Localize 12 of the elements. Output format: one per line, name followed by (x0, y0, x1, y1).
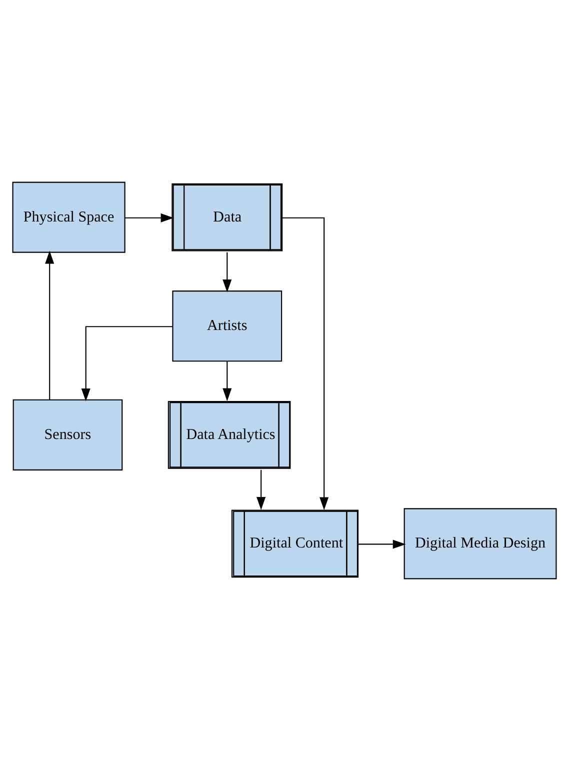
arrow (45, 250, 54, 399)
node-box: Artists (172, 290, 282, 362)
node-box: Physical Space (12, 181, 126, 252)
arrow (222, 360, 232, 401)
arrow (256, 469, 266, 510)
node-box: Sensors (12, 398, 123, 470)
arrow (358, 539, 406, 548)
node-box: Digital Media Design (404, 508, 557, 579)
arrow (282, 216, 329, 510)
arrow (222, 252, 232, 292)
arrow (125, 212, 174, 222)
arrow (81, 326, 173, 401)
